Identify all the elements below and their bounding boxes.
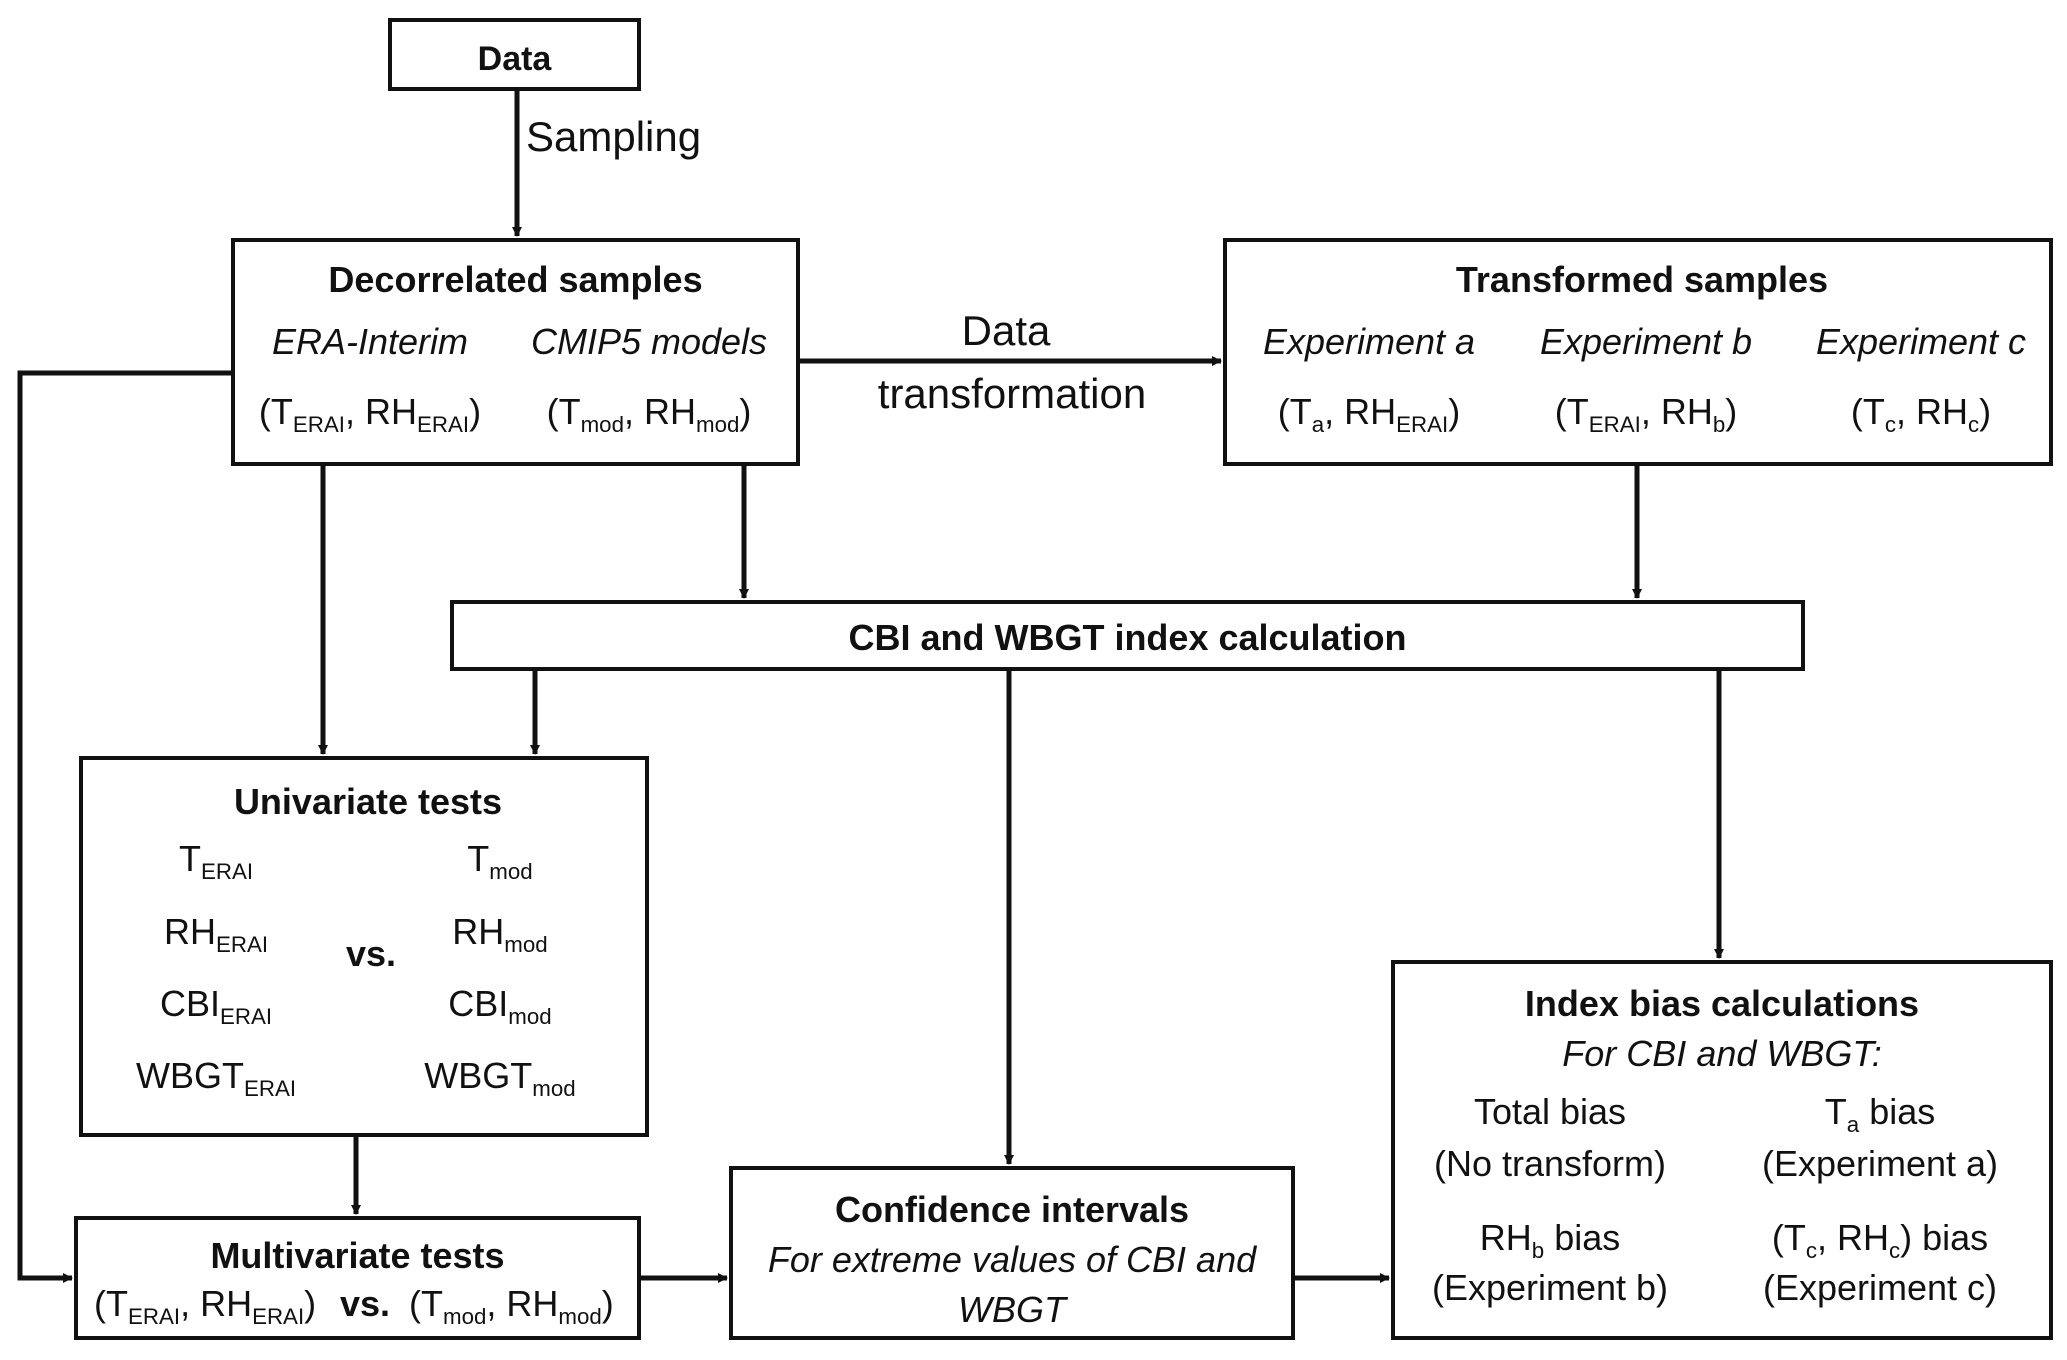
data-transformation-label-line1: Data bbox=[961, 307, 1051, 354]
tc-rhc-bias-note: (Experiment c) bbox=[1762, 1267, 1998, 1308]
era-pair: (TERAI, RHERAI) bbox=[258, 391, 482, 437]
experiment-b-label: Experiment b bbox=[1539, 321, 1753, 362]
decorrelated-samples-box: Decorrelated samples ERA-Interim CMIP5 m… bbox=[231, 238, 800, 466]
uni-right-rh: RHmod bbox=[452, 911, 548, 957]
index-bias-title: Index bias calculations bbox=[1524, 983, 1920, 1024]
rhb-bias-label: RHb bias bbox=[1479, 1217, 1621, 1263]
pair-c: (Tc, RHc) bbox=[1850, 391, 1992, 437]
index-calculation-box: CBI and WBGT index calculation bbox=[450, 600, 1805, 671]
total-bias-note: (No transform) bbox=[1433, 1143, 1667, 1184]
index-bias-box: Index bias calculations For CBI and WBGT… bbox=[1391, 960, 2053, 1340]
transformed-samples-title: Transformed samples bbox=[1455, 259, 1829, 300]
multi-vs-label: vs. bbox=[340, 1283, 391, 1324]
uni-vs-label: vs. bbox=[345, 933, 397, 974]
multivariate-tests-box: Multivariate tests (TERAI, RHERAI) vs. (… bbox=[74, 1216, 641, 1340]
multi-right-pair: (Tmod, RHmod) bbox=[409, 1283, 614, 1329]
total-bias-label: Total bias bbox=[1473, 1091, 1627, 1132]
uni-left-cbi: CBIERAI bbox=[159, 983, 273, 1029]
confidence-intervals-line1: For extreme values of CBI and bbox=[767, 1239, 1257, 1280]
uni-right-t: Tmod bbox=[467, 838, 533, 884]
rhb-bias-note: (Experiment b) bbox=[1431, 1267, 1669, 1308]
experiment-a-label: Experiment a bbox=[1262, 321, 1476, 362]
cmip5-models-label: CMIP5 models bbox=[530, 321, 768, 362]
data-title: Data bbox=[477, 40, 552, 78]
mod-pair: (Tmod, RHmod) bbox=[546, 391, 752, 437]
ta-bias-note: (Experiment a) bbox=[1761, 1143, 1999, 1184]
era-interim-label: ERA-Interim bbox=[271, 321, 469, 362]
uni-right-cbi: CBImod bbox=[448, 983, 552, 1029]
pair-a: (Ta, RHERAI) bbox=[1277, 391, 1461, 437]
univariate-tests-title: Univariate tests bbox=[233, 781, 503, 822]
index-calculation-title: CBI and WBGT index calculation bbox=[848, 617, 1407, 658]
uni-left-rh: RHERAI bbox=[163, 911, 269, 957]
multi-left-pair: (TERAI, RHERAI) bbox=[94, 1283, 317, 1329]
univariate-tests-box: Univariate tests TERAI RHERAI CBIERAI WB… bbox=[79, 756, 649, 1137]
confidence-intervals-box: Confidence intervals For extreme values … bbox=[729, 1166, 1295, 1340]
arrow-decorrelated-to-multivariate bbox=[17, 370, 231, 1283]
data-transformation-label-line2: transformation bbox=[877, 370, 1147, 417]
index-bias-subtitle: For CBI and WBGT: bbox=[1562, 1033, 1882, 1074]
pair-b: (TERAI, RHb) bbox=[1554, 391, 1738, 437]
tc-rhc-bias-label: (Tc, RHc) bias bbox=[1771, 1217, 1989, 1263]
uni-right-wbgt: WBGTmod bbox=[424, 1055, 576, 1101]
decorrelated-samples-title: Decorrelated samples bbox=[328, 259, 703, 300]
transformed-samples-box: Transformed samples Experiment a Experim… bbox=[1223, 238, 2053, 466]
experiment-c-label: Experiment c bbox=[1815, 321, 2027, 362]
confidence-intervals-line2: WBGT bbox=[958, 1289, 1066, 1330]
confidence-intervals-title: Confidence intervals bbox=[834, 1189, 1190, 1230]
ta-bias-label: Ta bias bbox=[1824, 1091, 1936, 1137]
uni-left-wbgt: WBGTERAI bbox=[135, 1055, 297, 1101]
data-box: Data bbox=[388, 18, 641, 91]
multivariate-tests-title: Multivariate tests bbox=[210, 1235, 505, 1276]
sampling-label: Sampling bbox=[526, 113, 702, 160]
uni-left-t: TERAI bbox=[178, 838, 254, 884]
